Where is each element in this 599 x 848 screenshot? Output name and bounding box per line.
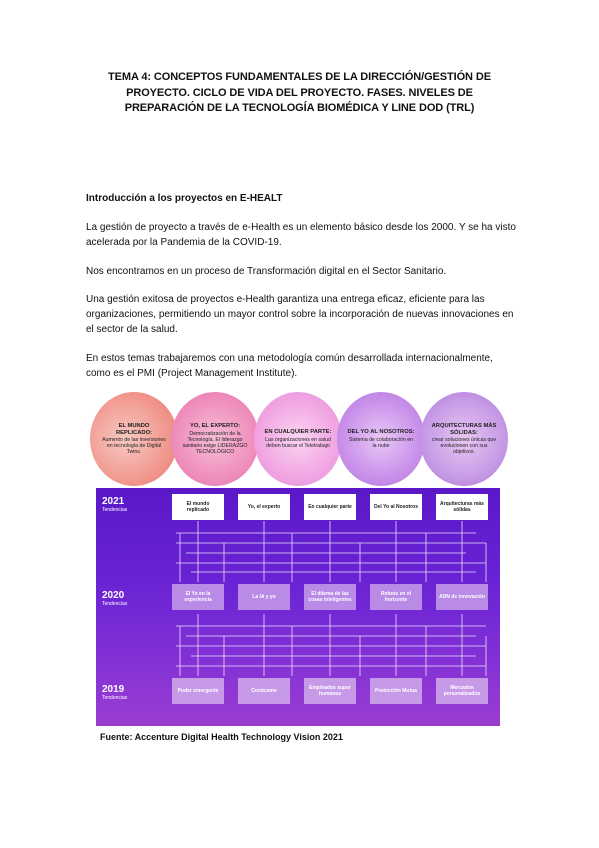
trends-figure: EL MUNDO REPLICADO: Aumento de las inver… — [86, 392, 514, 752]
row-label-2021: 2021 Tendencias — [102, 496, 127, 513]
section-heading: Introducción a los proyectos en E-HEALT — [86, 193, 283, 204]
trend-box: Del Yo al Nosotros — [370, 494, 422, 520]
row-caption: Tendencias — [102, 507, 128, 513]
connector-lines — [176, 521, 487, 676]
trend-bubble: EL MUNDO REPLICADO: Aumento de las inver… — [90, 392, 178, 486]
row-year: 2019 — [102, 684, 125, 695]
trend-bubble: ARQUITECTURAS MÁS SÓLIDAS: crear solucio… — [420, 392, 508, 486]
bubble-heading: EL MUNDO REPLICADO: — [115, 423, 153, 436]
trend-box: En cualquier parte — [304, 494, 356, 520]
row-year: 2021 — [102, 496, 125, 507]
trend-box: Protección Mutua — [370, 678, 422, 704]
trend-box: Conóceme — [238, 678, 290, 704]
bubble-text: Aumento de las inversiones en tecnología… — [102, 437, 166, 455]
row-caption: Tendencias — [102, 695, 128, 701]
bubble-text: Las organizaciones en salud deben buscar… — [265, 436, 331, 449]
trend-bubble: EN CUALQUIER PARTE: Las organizaciones e… — [254, 392, 342, 486]
trend-box: El dilema de las cosas inteligentes — [304, 584, 356, 610]
paragraph: Una gestión exitosa de proyectos e-Healt… — [86, 294, 514, 335]
bubble-text: crear soluciones únicas que evolucionen … — [431, 437, 497, 455]
row-label-2019: 2019 Tendencias — [102, 684, 127, 701]
document-title: TEMA 4: CONCEPTOS FUNDAMENTALES DE LA DI… — [108, 71, 491, 114]
paragraph: En estos temas trabajaremos con una meto… — [86, 353, 493, 379]
bubble-text: Democratización de la Tecnología. El lid… — [182, 430, 248, 455]
row-caption: Tendencias — [102, 601, 128, 607]
trends-panel: 2021 Tendencias El mundo replicado Yo, e… — [96, 488, 500, 726]
bubble-heading: EN CUALQUIER PARTE: — [264, 429, 332, 436]
trend-box: Yo, el experto — [238, 494, 290, 520]
bubble-heading: YO, EL EXPERTO: — [189, 423, 241, 430]
trend-bubbles: EL MUNDO REPLICADO: Aumento de las inver… — [86, 392, 514, 488]
paragraph: Nos encontramos en un proceso de Transfo… — [86, 266, 447, 277]
row-year: 2020 — [102, 590, 125, 601]
bubble-heading: ARQUITECTURAS MÁS SÓLIDAS: — [431, 423, 497, 436]
trend-box: Robots en el horizonte — [370, 584, 422, 610]
trend-box: Arquitecturas más sólidas — [436, 494, 488, 520]
bubble-text: Sistema de colaboración en la nube — [348, 436, 414, 449]
paragraph: La gestión de proyecto a través de e-Hea… — [86, 222, 516, 248]
trend-bubble: DEL YO AL NOSOTROS: Sistema de colaborac… — [337, 392, 425, 486]
trend-box: Empleados super humanos — [304, 678, 356, 704]
trend-box: El Yo en la experiencia — [172, 584, 224, 610]
trend-box: Poder emergente — [172, 678, 224, 704]
trend-box: Mercados personalizados — [436, 678, 488, 704]
figure-source: Fuente: Accenture Digital Health Technol… — [100, 732, 343, 742]
trend-box: ADN de innovación — [436, 584, 488, 610]
trend-bubble: YO, EL EXPERTO: Democratización de la Te… — [171, 392, 259, 486]
row-label-2020: 2020 Tendencias — [102, 590, 127, 607]
trend-box: La IA y yo — [238, 584, 290, 610]
trend-box: El mundo replicado — [172, 494, 224, 520]
bubble-heading: DEL YO AL NOSOTROS: — [347, 429, 415, 436]
